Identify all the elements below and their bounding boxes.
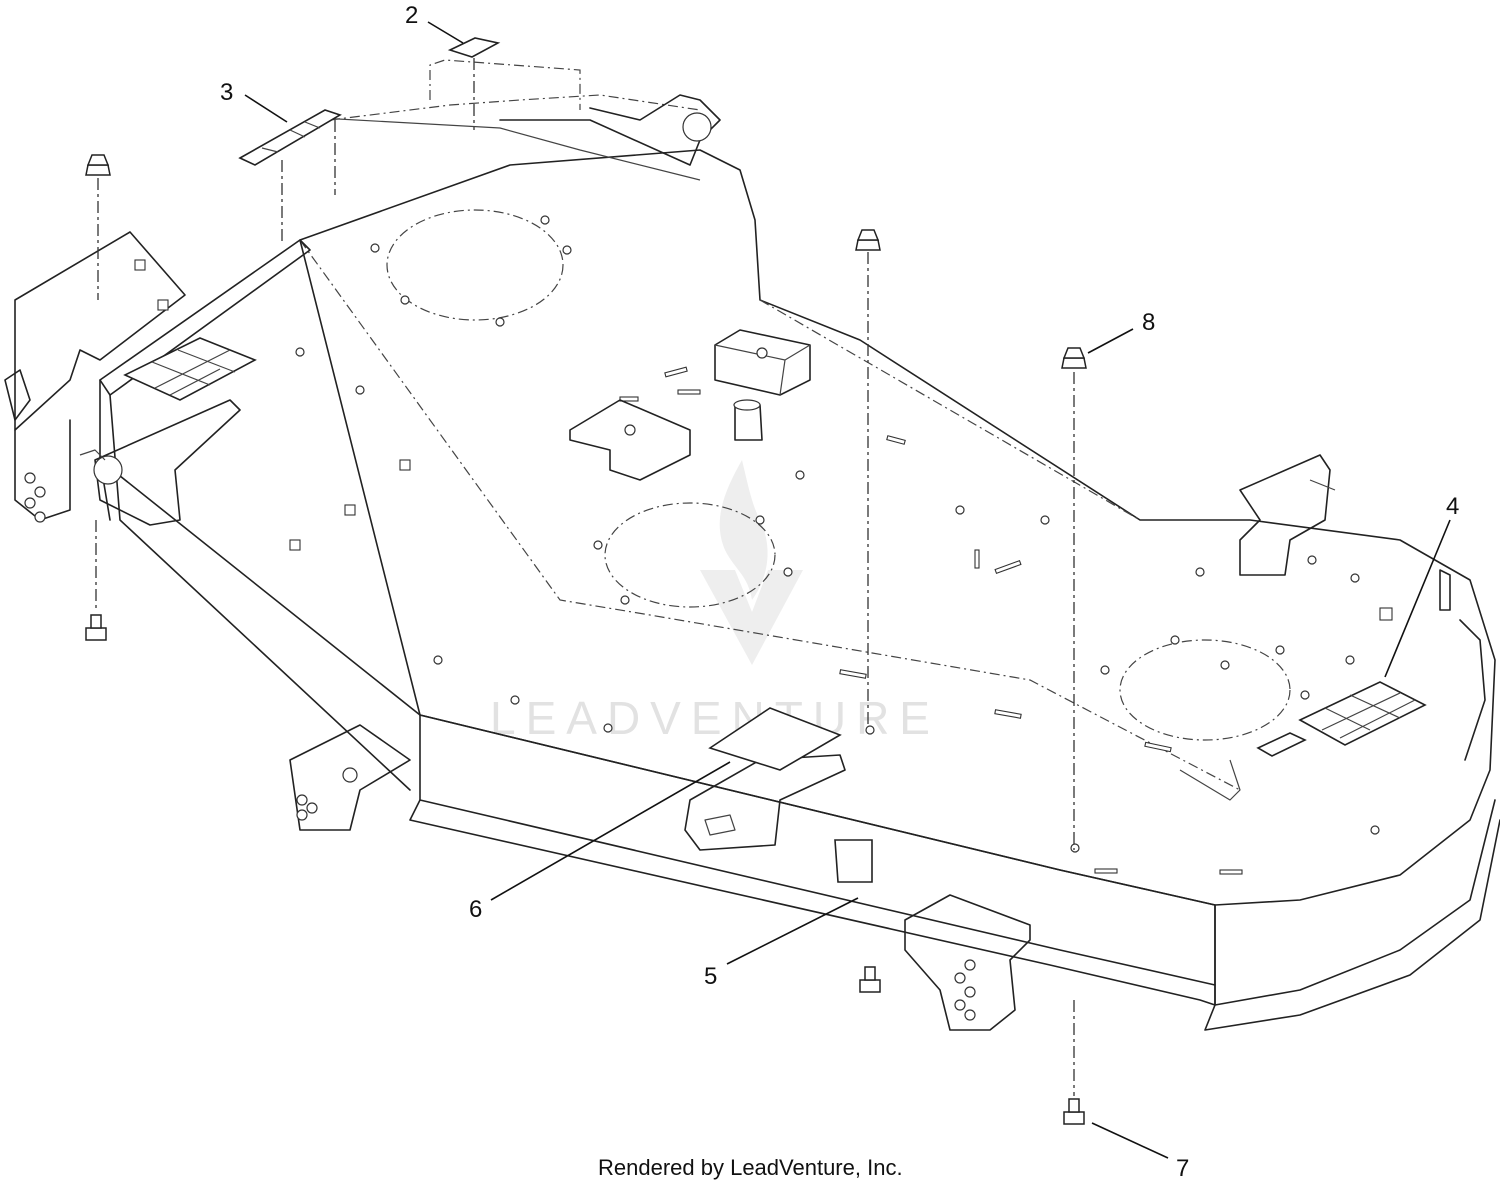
hardware xyxy=(85,154,1087,1125)
callout-2: 2 xyxy=(405,2,418,29)
mower-deck xyxy=(4,94,1500,1031)
decal-5-part xyxy=(834,839,873,883)
assembly-lines xyxy=(95,58,1075,1096)
decal-6-part xyxy=(708,707,842,771)
callout-8: 8 xyxy=(1142,309,1155,336)
callout-7: 7 xyxy=(1176,1155,1189,1182)
callout-6: 6 xyxy=(469,896,482,923)
decal-4-part xyxy=(1256,681,1427,757)
decal-2-part xyxy=(447,37,501,58)
bolt-center xyxy=(859,966,881,993)
callout-labels: 2 3 4 5 6 7 8 xyxy=(220,2,1459,1182)
callout-3: 3 xyxy=(220,79,233,106)
watermark: LEADVENTURE xyxy=(490,460,940,744)
decal-3-part xyxy=(238,109,342,166)
callout-5: 5 xyxy=(704,963,717,990)
bolt-7 xyxy=(1063,1098,1085,1125)
callout-leaders xyxy=(244,21,1451,1159)
callout-4: 4 xyxy=(1446,493,1459,520)
decal-grid-left xyxy=(123,337,257,401)
flange-nut-8 xyxy=(1061,347,1087,369)
flange-nut-left xyxy=(85,154,111,176)
flange-nut-center xyxy=(855,229,881,251)
watermark-text: LEADVENTURE xyxy=(490,692,940,744)
bolt-left xyxy=(85,614,107,641)
footer-credit: Rendered by LeadVenture, Inc. xyxy=(598,1155,903,1180)
